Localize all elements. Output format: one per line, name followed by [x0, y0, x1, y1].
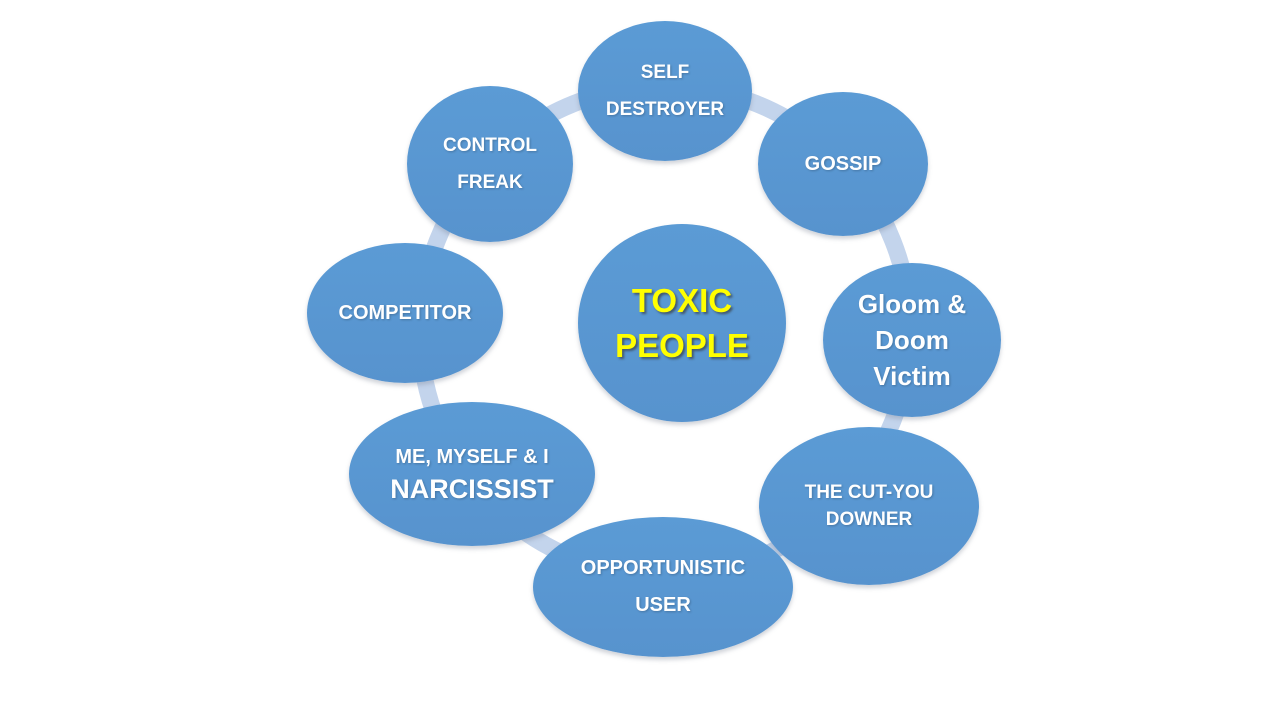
- center-node-toxic-people: TOXIC PEOPLE: [578, 224, 786, 422]
- node-label-line: COMPETITOR: [338, 302, 472, 324]
- node-label: CONTROL FREAK: [443, 127, 537, 201]
- node-competitor: COMPETITOR: [307, 243, 503, 383]
- node-label-line: DESTROYER: [605, 99, 725, 120]
- node-label-line: USER: [635, 594, 691, 616]
- node-cut-you-downer: THE CUT-YOU DOWNER: [759, 427, 979, 585]
- node-opportunistic-user: OPPORTUNISTIC USER: [533, 517, 793, 657]
- node-label-line: ME, MYSELF & I: [395, 446, 549, 468]
- node-control-freak: CONTROL FREAK: [407, 86, 573, 242]
- node-label-line: THE CUT-YOU: [804, 482, 934, 503]
- node-label-line: Gloom &: [857, 289, 967, 319]
- node-label-line: CONTROL: [443, 135, 537, 156]
- node-label-line: SELF: [640, 62, 690, 83]
- node-narcissist: ME, MYSELF & I NARCISSIST: [349, 402, 595, 546]
- node-label: Gloom & Doom Victim: [858, 286, 966, 394]
- center-label-line: PEOPLE: [615, 327, 749, 364]
- node-label: COMPETITOR: [339, 301, 472, 325]
- node-label-line: OPPORTUNISTIC: [580, 557, 746, 579]
- node-label: THE CUT-YOU DOWNER: [805, 479, 934, 533]
- node-label: GOSSIP: [805, 152, 882, 176]
- center-label-line: TOXIC: [631, 282, 733, 319]
- node-label-line: Doom: [875, 325, 949, 355]
- center-node-label: TOXIC PEOPLE: [615, 278, 749, 368]
- node-label-line: NARCISSIST: [390, 474, 554, 504]
- node-gloom-doom-victim: Gloom & Doom Victim: [823, 263, 1001, 417]
- node-self-destroyer: SELF DESTROYER: [578, 21, 752, 161]
- node-label: ME, MYSELF & I NARCISSIST: [390, 442, 554, 506]
- node-label-line: DOWNER: [825, 509, 913, 530]
- node-label: OPPORTUNISTIC USER: [581, 550, 745, 624]
- node-gossip: GOSSIP: [758, 92, 928, 236]
- node-label: SELF DESTROYER: [606, 54, 724, 128]
- node-label-line: Victim: [873, 361, 951, 391]
- node-label-line: FREAK: [457, 172, 523, 193]
- node-label-line: GOSSIP: [804, 153, 882, 175]
